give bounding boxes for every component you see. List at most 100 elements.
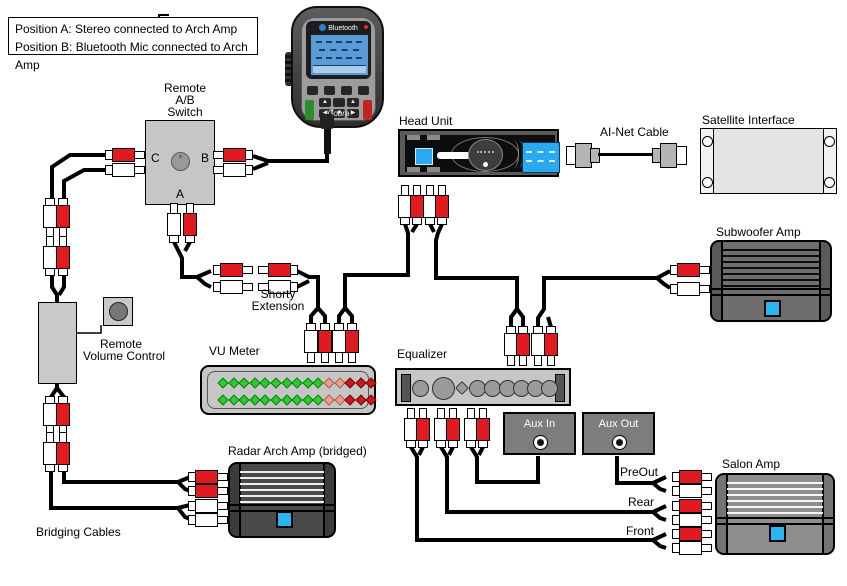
ab-switch-label-2: A/B — [175, 93, 195, 107]
rca-plug-white — [43, 432, 57, 472]
subwoofer-amp — [710, 240, 832, 322]
rca-plug-red — [672, 527, 712, 541]
cable — [477, 446, 485, 456]
salon-amp — [715, 473, 835, 555]
equalizer-knob-medium — [411, 379, 429, 397]
rca-plug-red — [672, 499, 712, 513]
mic-button — [305, 100, 314, 120]
rca-plug-red — [56, 432, 70, 472]
aux-in-box: Aux In — [503, 412, 576, 455]
mic-button — [307, 86, 318, 95]
equalizer — [395, 368, 571, 406]
rca-plug-red — [476, 408, 490, 448]
rca-plug-white — [188, 513, 228, 527]
cable — [196, 269, 212, 279]
cable — [296, 279, 310, 289]
rca-plug-red — [435, 185, 449, 225]
rca-plug-white — [167, 203, 181, 243]
rca-plug-red — [516, 326, 530, 366]
equalizer-knob-small — [454, 380, 470, 396]
head-unit-display — [522, 142, 560, 173]
rca-plug-red — [345, 323, 359, 363]
cable — [172, 241, 197, 279]
cable — [509, 307, 519, 327]
vu-meter — [200, 365, 378, 415]
cable — [652, 532, 667, 542]
cable — [62, 471, 178, 484]
rca-plug-white — [213, 163, 253, 177]
satellite-interface — [700, 128, 837, 194]
cable — [439, 445, 653, 514]
rca-plug-red — [56, 236, 70, 276]
rca-plug-red — [544, 326, 558, 366]
rca-plug-red — [258, 263, 298, 277]
mic-screen-bezel: Bluetooth — [306, 21, 371, 79]
head-unit-label: Head Unit — [399, 114, 453, 128]
rca-plug-red — [446, 408, 460, 448]
mic-cable-connector — [320, 114, 334, 129]
shorty-label-1: Shorty — [260, 287, 296, 301]
volume-label-1: Remote — [99, 337, 143, 351]
equalizer-label: Equalizer — [397, 347, 448, 361]
salon-amp-label: Salon Amp — [722, 457, 781, 471]
preout-label: PreOut — [619, 465, 658, 479]
mic-status-led — [364, 25, 368, 29]
remote-volume-knob — [103, 297, 133, 326]
mic-lcd-softkeys — [313, 65, 366, 73]
mic-button — [358, 86, 369, 95]
rca-plug-red — [318, 323, 332, 363]
cable — [343, 223, 410, 308]
ainet-cord — [598, 153, 652, 156]
mic-ptt-button — [285, 52, 293, 86]
rca-plug-white — [531, 326, 545, 366]
cable — [515, 307, 525, 327]
mic-button: ▶ — [347, 109, 359, 118]
cable — [655, 276, 672, 290]
cable — [343, 306, 354, 324]
rca-plug-white — [43, 198, 57, 238]
rca-plug-red — [410, 185, 424, 225]
aux-out-jack — [611, 435, 627, 450]
cable — [651, 481, 667, 493]
cable — [546, 316, 553, 328]
rca-plug-white — [43, 396, 57, 436]
note-box: Position A: Stereo connected to Arch Amp… — [8, 17, 258, 72]
cable — [337, 306, 347, 324]
cable — [309, 306, 320, 324]
ab-switch-knob — [171, 152, 190, 171]
equalizer-knob-medium — [540, 379, 558, 397]
rca-plug-white — [672, 484, 712, 498]
ab-port-a: A — [176, 187, 185, 201]
aux-out-box: Aux Out — [582, 412, 655, 455]
cable — [50, 153, 123, 203]
cable — [417, 446, 425, 456]
vu-meter-face — [207, 371, 369, 409]
ab-switch-label-1: Remote — [163, 81, 207, 95]
rca-plug-white — [105, 163, 145, 177]
subwoofer-label: Subwoofer Amp — [716, 225, 801, 239]
cable — [316, 306, 327, 324]
mic-button: ■ — [333, 109, 345, 118]
mic-button: ▲ — [319, 98, 331, 107]
rca-plug-red — [213, 148, 253, 162]
head-unit-volume-knob — [468, 139, 503, 171]
mic-button: ◀ — [319, 109, 331, 118]
cable — [652, 475, 667, 485]
cable — [296, 269, 320, 308]
ainet-plug-right-tip — [676, 146, 687, 165]
front-label: Front — [625, 524, 654, 538]
cable — [428, 223, 436, 233]
cable — [651, 538, 667, 550]
aux-in-jack — [532, 435, 548, 450]
cable — [195, 275, 212, 289]
cable — [652, 504, 667, 514]
mic-faceplate: Bluetooth ▲▲◀■▶ Cobra — [301, 17, 376, 121]
aux-in-label: Aux In — [523, 418, 556, 430]
equalizer-knob-medium — [468, 379, 486, 397]
rca-plug-red — [105, 148, 145, 162]
rca-plug-red — [416, 408, 430, 448]
mic-button — [363, 100, 372, 120]
mic-button — [341, 86, 352, 95]
head-unit-slot — [437, 152, 471, 159]
